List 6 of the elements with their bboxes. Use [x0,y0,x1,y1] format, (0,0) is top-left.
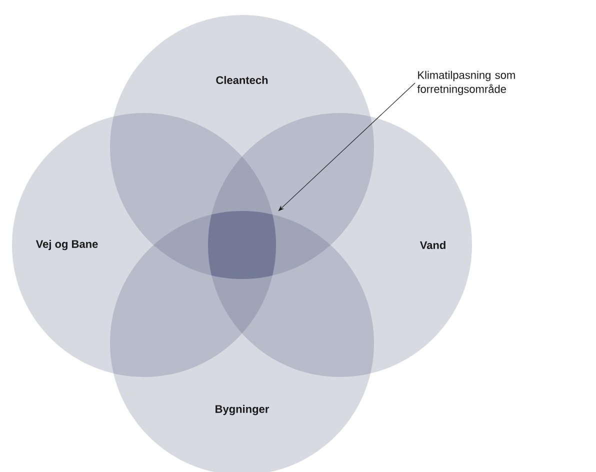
circle-label: Cleantech [216,76,268,84]
circle-label: Bygninger [216,404,270,416]
callout-text: Klimatilpasning som forretningsområde [417,70,515,96]
circle-label: Vej og Bane [36,240,98,250]
overlap-region [208,211,276,279]
circle-label: Vand [420,240,446,250]
